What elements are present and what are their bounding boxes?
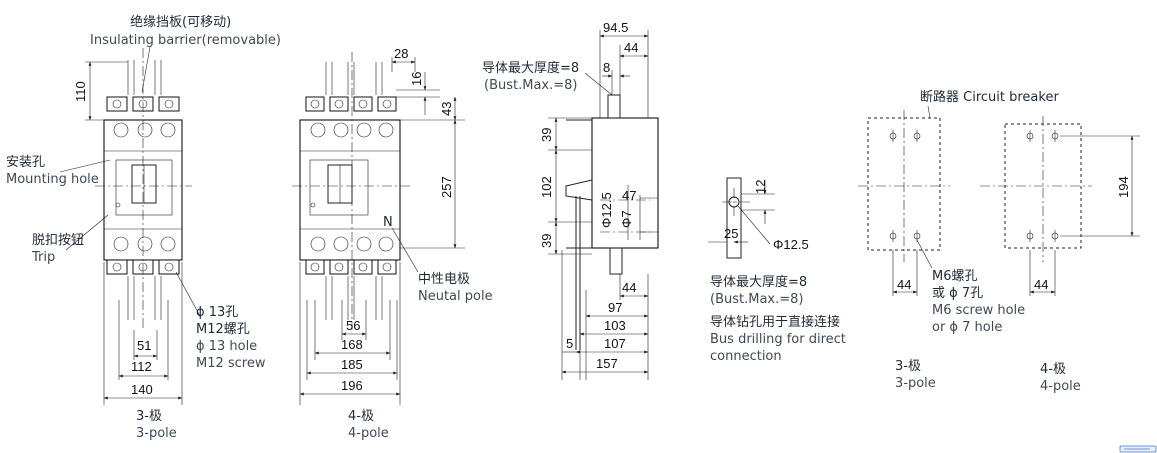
- dim-28: 28: [394, 46, 408, 61]
- side-view: [548, 30, 659, 380]
- text-layer: 绝缘挡板(可移动) Insulating barrier(removable) …: [6, 14, 1081, 441]
- dim-168: 168: [341, 337, 363, 352]
- dim-157: 157: [596, 356, 618, 371]
- breaker-label: 断路器 Circuit breaker: [920, 89, 1059, 105]
- mount3-label-en: 3-pole: [895, 376, 936, 391]
- dim-39-bottom: 39: [539, 234, 554, 248]
- dim-257: 257: [439, 176, 454, 198]
- dim-44-side: 44: [624, 40, 638, 55]
- bust-en: (Bust.Max.=8): [710, 292, 803, 307]
- mounting-label-en: Mounting hole: [6, 172, 99, 187]
- pole4-label-en: 4-pole: [348, 426, 389, 441]
- bust-side-cn: 导体最大厚度=8: [482, 60, 579, 76]
- dim-47: 47: [622, 188, 636, 203]
- m6-cn-1: M6螺孔: [932, 269, 978, 284]
- dim-39-top: 39: [539, 128, 554, 142]
- mount4-label-en: 4-pole: [1040, 379, 1081, 394]
- dim-51: 51: [137, 338, 151, 353]
- neutral-label-en: Neutal pole: [418, 289, 493, 304]
- dim-12: 12: [753, 180, 768, 194]
- dim-103: 103: [604, 318, 626, 333]
- mounting-label-cn: 安装孔: [6, 155, 45, 170]
- mount3-label-cn: 3-极: [895, 359, 921, 374]
- dim-196: 196: [341, 378, 363, 393]
- pole3-label-en: 3-pole: [136, 426, 177, 441]
- dim-102: 102: [539, 176, 554, 198]
- dim-56: 56: [346, 318, 360, 333]
- dim-44-mount3: 44: [897, 277, 911, 292]
- dim-5: 5: [566, 336, 573, 351]
- breaker-body-4p: [299, 119, 401, 261]
- pole3-label-cn: 3-极: [136, 409, 162, 424]
- drill-en-1: Bus drilling for direct: [710, 332, 846, 347]
- bust-cn: 导体最大厚度=8: [710, 274, 807, 290]
- hole13-label-cn: ϕ 13孔: [196, 305, 238, 320]
- dim-110: 110: [73, 81, 88, 102]
- dim-194: 194: [1116, 176, 1131, 198]
- dim-25: 25: [724, 226, 738, 241]
- mount4-label-cn: 4-极: [1040, 362, 1066, 377]
- dim-97: 97: [608, 300, 622, 315]
- n-mark: N: [383, 215, 393, 230]
- dim-43: 43: [439, 102, 454, 116]
- dimension-values: 110 51 112 140 28 16 43 257 56 168 185 1…: [73, 20, 1131, 397]
- m6-en-2: or ϕ 7 hole: [932, 320, 1002, 335]
- drill-cn: 导体钻孔用于直接连接: [710, 314, 840, 330]
- dim-140: 140: [131, 382, 153, 397]
- pole4-label-cn: 4-极: [348, 409, 374, 424]
- m6-en-1: M6 screw hole: [932, 303, 1025, 318]
- barrier-label-en: Insulating barrier(removable): [90, 33, 281, 48]
- m12-label-en: M12 screw: [196, 356, 266, 371]
- dim-8: 8: [603, 60, 610, 75]
- trip-label-cn: 脱扣按钮: [32, 233, 84, 248]
- drill-en-2: connection: [710, 349, 782, 364]
- bus-drilling-view: [708, 177, 775, 259]
- hole13-label-en: ϕ 13 hole: [196, 339, 257, 354]
- bust-side-en: (Bust.Max.=8): [484, 78, 577, 93]
- dim-44-bottom: 44: [622, 280, 636, 295]
- dim-44-mount4: 44: [1034, 277, 1048, 292]
- dim-185: 185: [341, 357, 363, 372]
- dim-112: 112: [131, 359, 152, 374]
- trip-label-en: Trip: [31, 250, 55, 265]
- dim-phi12-5: Φ12.5: [773, 237, 809, 252]
- dim-phi12-5-side: Φ12.5: [599, 192, 614, 228]
- mounting-view-4pole: [980, 116, 1140, 296]
- front-view-3pole: [59, 46, 201, 405]
- m6-cn-2: 或 ϕ 7孔: [932, 286, 983, 301]
- barrier-label-cn: 绝缘挡板(可移动): [130, 14, 231, 30]
- neutral-label-cn: 中性电极: [418, 272, 470, 287]
- m12-label-cn: M12螺孔: [196, 322, 250, 337]
- dim-107: 107: [604, 336, 626, 351]
- dim-phi7-side: Φ7: [619, 210, 634, 228]
- dim-94-5: 94.5: [603, 20, 628, 35]
- corner-widget-icon[interactable]: [1119, 445, 1157, 453]
- front-view-4pole: [292, 52, 465, 405]
- mounting-view-3pole: [858, 105, 950, 296]
- dim-16: 16: [409, 72, 424, 86]
